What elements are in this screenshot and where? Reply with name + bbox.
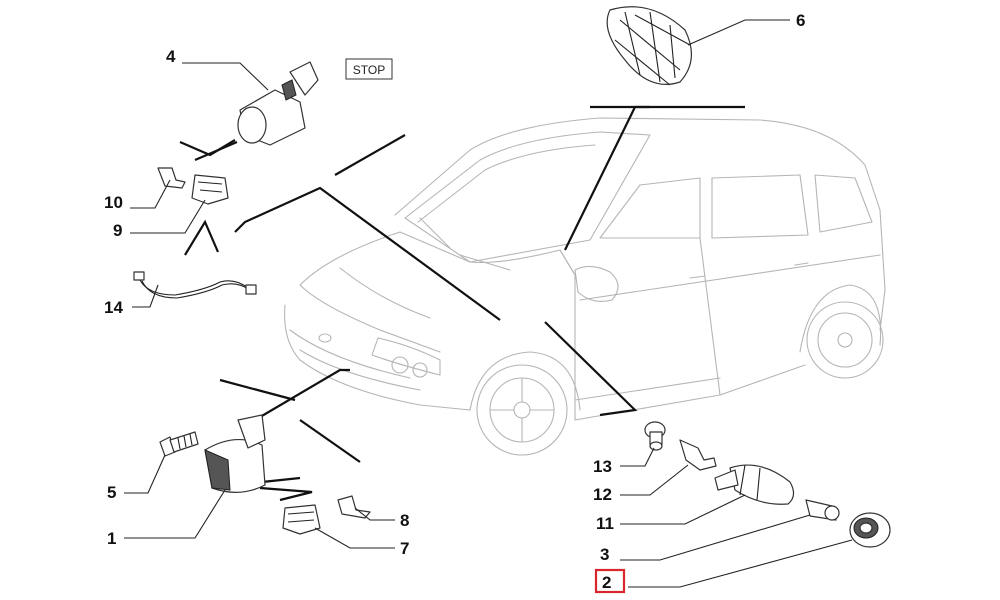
stop-label: STOP	[353, 63, 385, 77]
callout-9: 9	[113, 221, 122, 240]
part-lens	[849, 512, 891, 548]
callout-leaders	[124, 19, 853, 588]
part-grille	[606, 6, 692, 86]
callout-11: 11	[596, 514, 614, 533]
callout-3: 3	[600, 545, 609, 564]
part-harness	[133, 271, 257, 299]
part-stop-switch	[237, 61, 319, 146]
stop-label-box: STOP	[345, 58, 393, 80]
callout-numbers: 4 6 10 9 14 5 1 8 7 13 12 11 3 2	[104, 11, 805, 594]
callout-1: 1	[107, 529, 116, 548]
callout-5: 5	[107, 483, 116, 502]
part-bolt	[159, 431, 199, 457]
callout-6: 6	[796, 11, 805, 30]
callout-2: 2	[602, 573, 611, 592]
part-horn	[204, 414, 266, 493]
callout-4: 4	[166, 47, 176, 66]
callout-12: 12	[593, 485, 612, 504]
part-connector-10-9	[157, 167, 229, 205]
callout-13: 13	[593, 457, 612, 476]
callout-14: 14	[104, 298, 123, 317]
part-lamp-holder	[714, 464, 795, 505]
callout-7: 7	[400, 539, 409, 558]
callout-10: 10	[104, 193, 123, 212]
part-grommet	[644, 421, 666, 451]
part-connector-8-7	[282, 495, 371, 535]
callout-8: 8	[400, 511, 409, 530]
part-bulb	[805, 499, 840, 521]
highlight-box	[594, 568, 626, 594]
car-outline	[284, 117, 886, 456]
part-terminal	[679, 439, 717, 471]
leader-brackets	[179, 105, 745, 502]
